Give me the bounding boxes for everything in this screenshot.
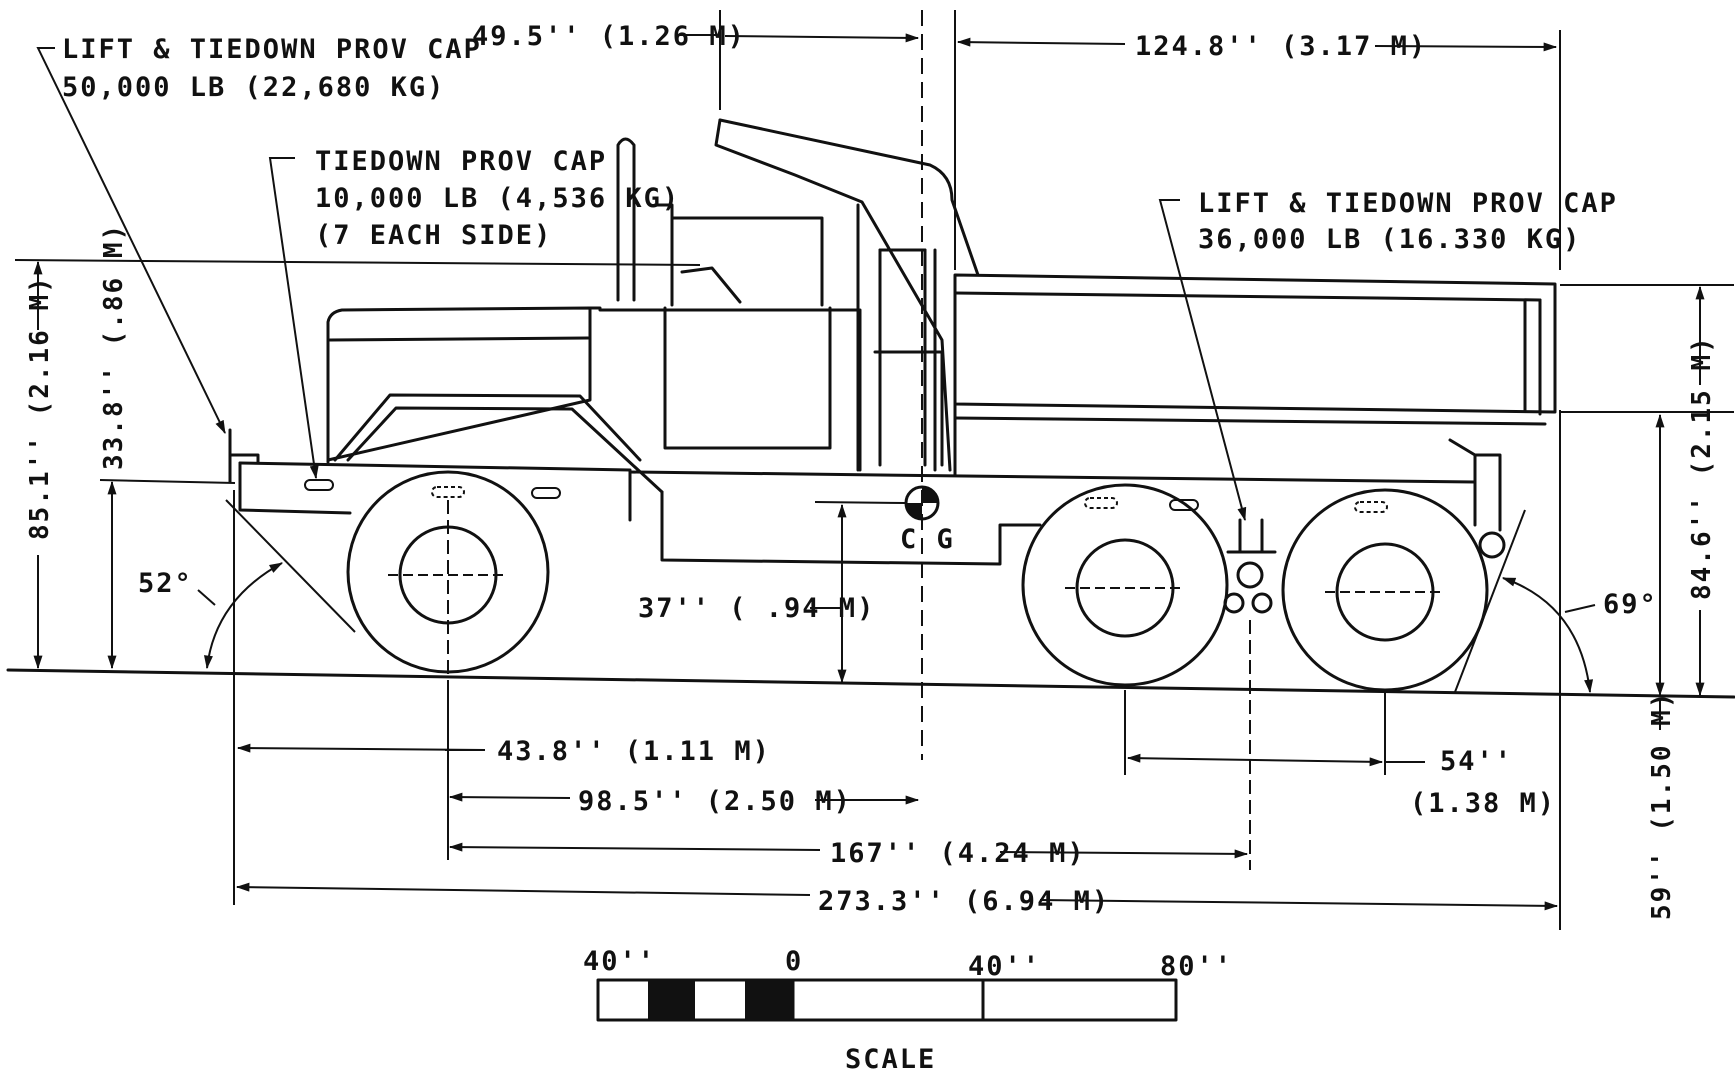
scale-tick-40: 40''	[968, 951, 1041, 982]
ground-line	[6, 668, 1735, 699]
approach-angle: 52°	[138, 499, 356, 670]
dim-front-overhang-label: 43.8'' (1.11 M)	[497, 736, 771, 767]
dim-top: 49.5'' (1.26 M) 124.8'' (3.17 M)	[468, 14, 1558, 62]
scale-bar: 40'' 0 40'' 80'' SCALE	[583, 946, 1233, 1073]
dim-right-height-label: 84.6'' (2.15 M)	[1687, 335, 1717, 600]
callout-rear-lift-line1: LIFT & TIEDOWN PROV CAP	[1198, 188, 1618, 219]
dim-wheelbase-label: 167'' (4.24 M)	[830, 838, 1086, 869]
dim-bottom: 43.8'' (1.11 M) 98.5'' (2.50 M) 167'' (4…	[235, 736, 1559, 917]
dim-cg-height: 37'' ( .94 M)	[638, 503, 875, 684]
callout-tiedown-line3: (7 EACH SIDE)	[315, 220, 552, 251]
scale-tick-0: 0	[785, 946, 803, 977]
callout-tiedown: TIEDOWN PROV CAP 10,000 LB (4,536 KG) (7…	[315, 146, 680, 251]
callout-front-lift: LIFT & TIEDOWN PROV CAP 50,000 LB (22,68…	[62, 34, 482, 103]
callout-front-lift-line2: 50,000 LB (22,680 KG)	[62, 72, 445, 103]
callout-rear-lift-line2: 36,000 LB (16.330 KG)	[1198, 224, 1581, 255]
scale-tick-80: 80''	[1160, 951, 1233, 982]
callout-tiedown-line2: 10,000 LB (4,536 KG)	[315, 183, 680, 214]
dim-cg-distance-label: 98.5'' (2.50 M)	[578, 786, 852, 817]
front-wheel	[346, 470, 550, 680]
cg-label: C G	[900, 524, 955, 555]
dim-top-right-label: 124.8'' (3.17 M)	[1135, 31, 1427, 62]
cg-symbol: C G	[900, 10, 955, 760]
dim-front-height-label: 33.8'' (.86 M)	[99, 223, 129, 470]
callout-tiedown-line1: TIEDOWN PROV CAP	[315, 146, 607, 177]
dim-top-left-label: 49.5'' (1.26 M)	[472, 21, 746, 52]
departure-angle-label: 69°	[1603, 589, 1658, 620]
rear-wheel-1	[1021, 483, 1229, 687]
dim-tandem-spacing-metric: (1.38 M)	[1410, 788, 1556, 819]
callout-leaders	[36, 47, 1247, 522]
scale-tick-neg40: 40''	[583, 946, 656, 977]
dim-left: 85.1'' (2.16 M) 33.8'' (.86 M)	[25, 223, 129, 670]
approach-angle-label: 52°	[138, 568, 193, 599]
dim-overall-height-label: 85.1'' (2.16 M)	[25, 275, 55, 540]
truck-outline	[228, 118, 1557, 614]
dim-rear-height-label: 59'' (1.50 M)	[1647, 691, 1677, 921]
dim-tandem-spacing-label: 54''	[1440, 746, 1513, 777]
departure-angle: 69°	[1454, 509, 1658, 694]
callout-front-lift-line1: LIFT & TIEDOWN PROV CAP	[62, 34, 482, 65]
callout-rear-lift: LIFT & TIEDOWN PROV CAP 36,000 LB (16.33…	[1198, 188, 1618, 255]
scale-label: SCALE	[845, 1044, 936, 1073]
rear-wheel-2	[1281, 488, 1489, 692]
dim-overall-length-label: 273.3'' (6.94 M)	[818, 886, 1110, 917]
dim-right: 84.6'' (2.15 M) 59'' (1.50 M)	[1647, 285, 1717, 921]
dim-cg-height-label: 37'' ( .94 M)	[638, 593, 875, 624]
